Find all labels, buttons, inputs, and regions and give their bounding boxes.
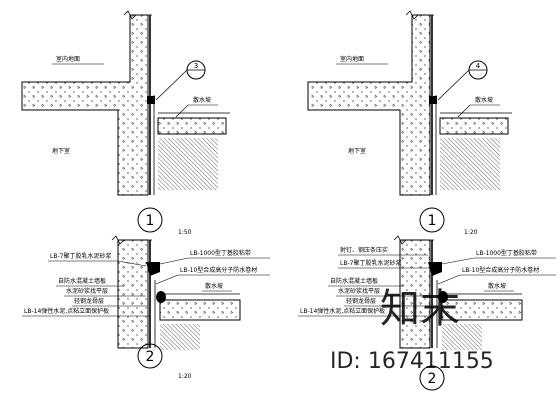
break-line — [405, 10, 434, 20]
label-br-8: 散水坡 — [488, 282, 506, 290]
label-br-0: 射钉、钢压条压实 — [340, 246, 388, 254]
label-indoor-floor: 室内地面 — [56, 55, 80, 63]
label-bl-4: 轻钢龙骨层 — [74, 297, 104, 305]
watermark-logo: 知末 — [380, 286, 460, 332]
detail-top-right: 4 室内地面 散水坡 地下室 1 1:20 — [307, 10, 512, 236]
label-br-4: 水泥砂浆找平层 — [338, 287, 380, 295]
break-line — [123, 10, 152, 20]
section-bubble — [137, 207, 163, 233]
section-number: 2 — [146, 349, 155, 365]
sealant-blob — [156, 291, 166, 303]
callout-number: 3 — [194, 62, 198, 70]
detail-top-left: 3 室内地面 散水坡 地下室 1 1:50 — [21, 10, 230, 236]
label-basement: 地下室 — [52, 147, 70, 155]
label-bl-7: 散水坡 — [205, 282, 223, 290]
label-br-7: LB-14弹性水泥,点粘立面保护板 — [300, 307, 385, 315]
label-apron: 散水坡 — [193, 96, 211, 104]
soil-hatch — [440, 138, 500, 190]
label-br-3: 自防水混凝土墙板 — [330, 277, 378, 285]
label-bl-3: 水泥砂浆找平层 — [66, 287, 108, 295]
label-bl-2: 自防水混凝土墙板 — [58, 277, 106, 285]
label-br-2: LB-1000型丁基胶粘带 — [476, 249, 537, 257]
label-br-1: LB-7聚丁胶乳水泥砂浆 — [340, 259, 401, 267]
apron-slab — [159, 299, 241, 321]
watermark: 知末 ID: 167411155 — [330, 286, 494, 374]
apron-slab — [157, 117, 227, 135]
detail-bottom-right: 射钉、钢压条压实 LB-7聚丁胶乳水泥砂浆 自防水混凝土墙板 水泥砂浆找平层 轻… — [298, 235, 556, 391]
apron-slab — [439, 117, 509, 135]
label-bl-5: LB-10型合成高分子防水卷材 — [180, 266, 257, 274]
section-bubble — [419, 365, 445, 391]
section-number: 1 — [428, 213, 437, 229]
soil-hatch — [160, 324, 200, 350]
callout-number: 4 — [476, 62, 481, 70]
break-line — [111, 235, 152, 245]
label-apron: 散水坡 — [475, 96, 493, 104]
label-indoor-floor: 室内地面 — [340, 55, 364, 63]
watermark-id: ID: 167411155 — [330, 349, 494, 374]
label-br-5: 轻钢龙骨层 — [346, 297, 376, 305]
apron-slab — [441, 299, 523, 321]
concrete-wall — [117, 239, 149, 349]
flashing-block — [429, 96, 437, 104]
termination-detail — [146, 262, 160, 276]
concrete-wall-slab — [21, 14, 149, 196]
label-bl-6: LB-14弹性水泥,点粘立面保护板 — [24, 307, 109, 315]
label-bl-1: LB-1000型丁基胶粘带 — [190, 249, 251, 257]
label-bl-0: LB-7聚丁胶乳水泥砂浆 — [50, 252, 111, 260]
section-number: 1 — [146, 213, 155, 229]
section-number: 2 — [428, 371, 437, 387]
section-bubble — [419, 207, 445, 233]
soil-hatch — [442, 324, 482, 350]
termination-detail — [428, 262, 442, 276]
soil-hatch — [158, 138, 218, 190]
concrete-wall — [399, 239, 431, 349]
scale-label: 1:50 — [178, 229, 192, 236]
flashing-block — [147, 96, 155, 104]
detail-bottom-left: LB-7聚丁胶乳水泥砂浆 自防水混凝土墙板 水泥砂浆找平层 轻钢龙骨层 LB-1… — [22, 235, 270, 380]
scale-label: 1:20 — [178, 373, 192, 380]
break-line — [393, 235, 434, 245]
scale-label: 1:20 — [464, 229, 478, 236]
label-br-6: LB-10型合成高分子防水卷材 — [462, 266, 539, 274]
label-basement: 地下室 — [348, 147, 366, 155]
sealant-blob — [438, 291, 448, 303]
section-bubble — [137, 343, 163, 369]
concrete-wall-slab — [307, 14, 431, 196]
